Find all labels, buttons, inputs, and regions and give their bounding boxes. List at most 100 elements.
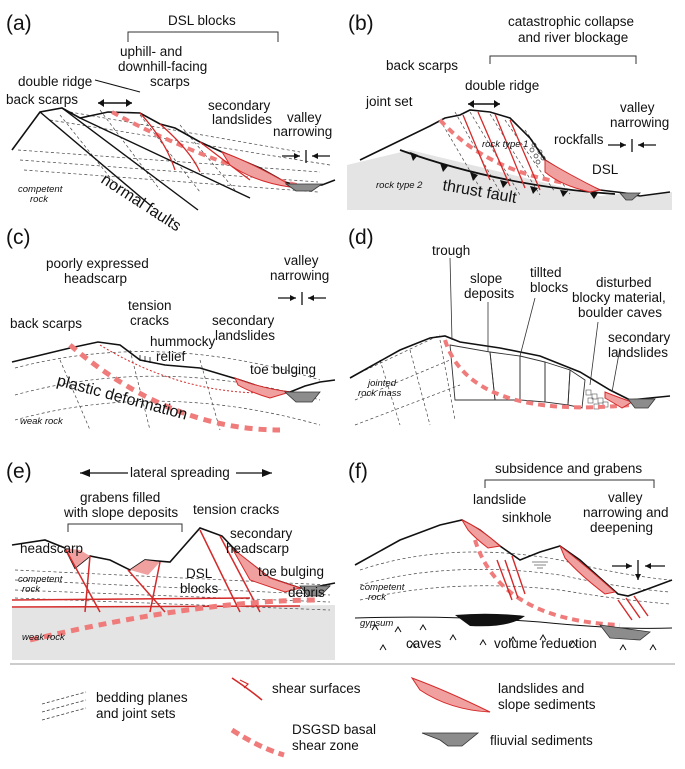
dsl-blocks-bracket [127,31,279,42]
panel-b-letter: (b) [348,12,374,35]
tension-cracks-label-e: tension cracks [193,502,280,517]
back-scarps-label-b: back scarps [386,58,458,73]
legend: bedding planes and joint sets shear surf… [41,677,596,758]
jointed-label-1: jointed [366,378,397,389]
legend-landslides-label-2: slope sediments [498,697,596,712]
rockfall-debris [529,142,546,165]
valley-label-c-1: valley [284,253,319,268]
secondary-headscarp-label-2: headscarp [226,541,289,556]
disturbed-label-2: blocky material, [572,290,666,305]
legend-shear-symbol [231,677,263,701]
panel-f-graben-faults [496,555,649,621]
tension-label-c-1: tension [128,298,172,313]
competent-rock-label-e-1: competent [18,574,63,585]
valley-label-a-2: narrowing [273,124,332,139]
panel-a: (a) DSL blocks double [6,12,336,235]
competent-rock-label-e-2: rock [22,584,41,595]
legend-dsgsd-label-1: DSGSD basal [292,722,376,737]
panel-f: (f) subsidence and grabens la [348,460,673,651]
sinkhole-mark [532,561,548,569]
tilted-blocks-label-1: tillted [530,265,562,280]
panel-a-basal-shear-zone [111,110,301,188]
panel-d-basal-shear-zone [443,339,631,410]
landslide-f [460,518,502,549]
valley-narrowing-arrows-b [608,139,656,152]
panel-a-fluvial-sediment [284,183,324,192]
back-scarps-label-a: back scarps [6,92,78,107]
competent-rock-label-a-1: competent [18,184,63,195]
joint-set-label: joint set [365,94,413,109]
uphill-label-3: scarps [150,74,190,89]
competent-rock-label-f-1: competent [360,582,405,593]
secondary-label-c-2: landslides [215,328,275,343]
headscarp-label-e: headscarp [20,541,83,556]
panel-f-letter: (f) [348,460,368,483]
panel-b-shear-surfaces [462,111,541,191]
panel-f-bedding-planes [359,551,671,605]
valley-label-f-2: narrowing and [583,505,669,520]
headscarp-label-c-1: poorly expressed [46,256,149,271]
toe-bulging-slide-e [231,547,302,593]
caves-label: caves [406,636,442,651]
subsidence-bracket [484,479,655,488]
uphill-label-2: downhill-facing [118,59,207,74]
legend-landslide-symbol [410,677,491,713]
caves-fill [455,613,525,627]
landslide-f-2 [558,544,617,595]
landslide-label-f: landslide [473,492,526,507]
secondary-headscarp-label-1: secondary [230,526,293,541]
grabens-label-2: with slope deposits [63,505,178,520]
panel-c: (c) poorly expressed headscarp valley na… [6,226,336,433]
dsl-label-b: DSL [592,162,619,177]
legend-bedding-label-2: and joint sets [96,706,176,721]
normal-faults-label: normal faults [98,171,184,235]
legend-dsgsd-label-2: shear zone [292,738,359,753]
weak-rock-label-e: weak rock [22,632,66,643]
panel-e-letter: (e) [6,460,32,483]
panel-d-secondary-landslide [604,391,634,409]
tension-label-c-2: cracks [130,313,169,328]
valley-narrowing-arrows-a [282,150,330,163]
valley-label-b-2: narrowing [610,115,669,130]
thrust-fault-teeth [410,152,598,199]
rock-type-2-label: rock type 2 [376,180,423,191]
dsl-deposit-b [544,159,602,193]
lateral-spreading-label: lateral spreading [130,465,230,480]
tension-cracks-c [139,355,151,363]
panel-a-letter: (a) [6,12,32,35]
blocks-label-e: blocks [180,581,219,596]
panel-c-bedding-planes [14,349,321,431]
panel-d: (d) trough slope deposits tillted blocks… [348,226,671,426]
competent-rock-label-f-2: rock [368,592,387,603]
gypsum-top [354,616,673,629]
trough-label: trough [432,243,470,258]
legend-dsgsd-symbol [230,727,285,758]
panel-a-shear-surfaces [139,112,251,181]
dsl-blocks-label: DSL blocks [168,13,236,28]
secondary-label-a-2: landslides [212,112,272,127]
valley-label-b-1: valley [620,100,655,115]
valley-label-f-1: valley [608,490,643,505]
disturbed-label-1: disturbed [596,275,652,290]
jointed-label-2: rock mass [358,388,402,399]
legend-landslides-label-1: landslides and [498,681,584,696]
disturbed-label-3: boulder caves [578,305,662,320]
panel-e: (e) lateral spreading grabens filled wit… [6,460,336,660]
debris-label: debris [288,585,325,600]
secondary-label-d-1: secondary [608,330,671,345]
hummocky-label-1: hummocky [150,334,216,349]
rock-type-1-label: rock type 1 [482,139,528,150]
panel-f-fluvial-sediment [599,624,651,641]
graben-fill-2 [130,560,160,575]
collapse-label-1: catastrophic collapse [508,14,634,29]
legend-fluvial-label: fliuvial sediments [490,733,593,748]
panel-c-slope-profile [11,341,336,393]
panel-f-slope-profile [354,519,673,597]
tilted-blocks-label-2: blocks [530,280,569,295]
panel-b-fluvial-sediment [619,192,642,201]
valley-narrowing-arrows-c [278,292,326,305]
normal-faults-lines [39,107,251,211]
panel-b: (b) catastrophic collapse and river bloc… [347,12,672,210]
valley-label-a-1: valley [287,110,322,125]
